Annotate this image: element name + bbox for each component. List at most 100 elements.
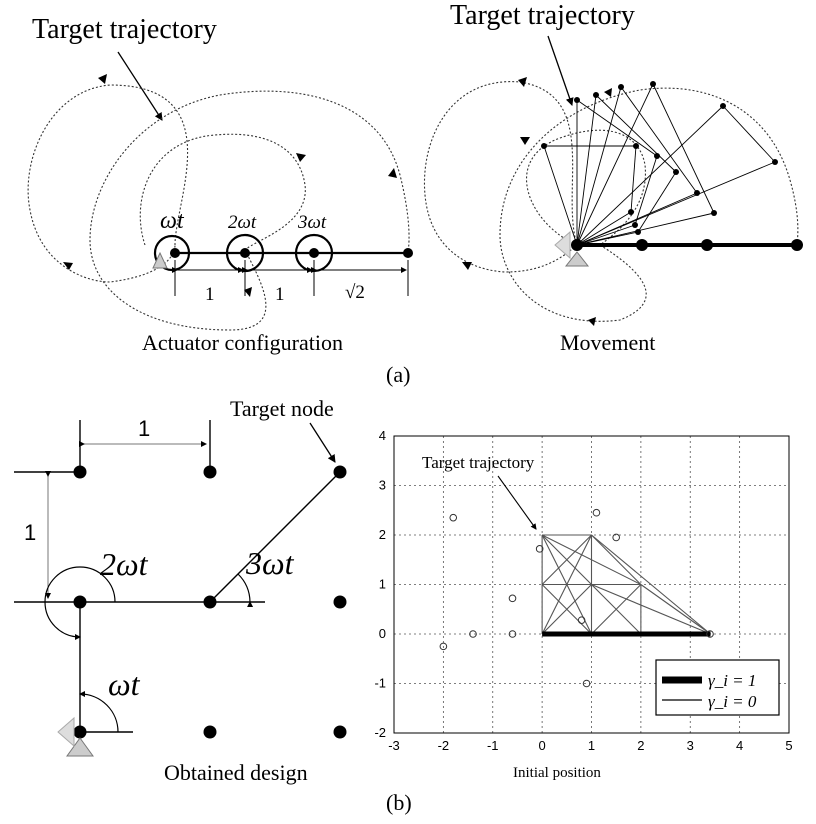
caption-obtained-design: Obtained design [164,760,308,785]
arrowhead [296,153,306,162]
trajectory-point [612,533,620,542]
x-tick-label: 4 [736,738,743,753]
y-tick-label: 4 [379,428,386,443]
target-trajectory-pointer [117,51,163,121]
x-tick-label: -1 [487,738,499,753]
angle-arc-3wt [237,573,254,608]
support-triangle [564,251,590,267]
y-tick-label: -2 [374,725,386,740]
movement-links [543,83,776,246]
target-trajectory-title-a-right: Target trajectory [450,0,635,31]
trajectory-curve-outer [27,84,189,283]
trajectory-point [577,616,586,624]
dimension-label-3: √2 [345,282,365,303]
x-tick-label: -2 [438,738,450,753]
x-tick-label: 3 [687,738,694,753]
support-wedge [57,716,75,748]
arrowhead [604,88,612,97]
trajectory-point [449,513,458,522]
phase-label-2: 2ωt [228,212,257,233]
target-node-pointer [309,422,336,463]
y-tick-label: 3 [379,478,386,493]
actuator-node [309,248,319,258]
chart-plot-frame [393,435,790,734]
angle-arc-wt [79,691,119,733]
chart-points [439,508,714,688]
design-dimension-vertical: 1 [24,520,36,545]
y-tick-label: 2 [379,527,386,542]
trajectory-point [469,630,477,638]
x-tick-label: -3 [388,738,400,753]
caption-movement: Movement [560,330,655,355]
arrowhead [462,262,472,270]
trajectory-point [582,679,591,688]
legend-entry-1: γ_i = 1 [708,671,756,690]
design-dimension-horizontal: 1 [138,416,150,441]
trajectory-curves [27,84,410,331]
arrowhead [388,168,397,178]
angle-label-3wt: 3ωt [245,545,295,581]
target-trajectory-title-a-left: Target trajectory [32,14,217,45]
chart-xlabel: Initial position [513,765,601,781]
panel-label-a: (a) [386,362,410,387]
actuator-node [240,248,250,258]
thin-member [591,534,642,585]
thin-member [541,534,642,585]
x-tick-label: 1 [588,738,595,753]
panel-a-right: Target trajectory [423,0,803,355]
target-node-label: Target node [230,396,334,421]
design-angle-arcs [44,566,254,733]
y-tick-label: 1 [379,577,386,592]
arrowhead [63,262,73,270]
trajectory-arrowheads [63,74,397,297]
chart-annotation-pointer [497,475,537,530]
trajectory-arrowheads-right [462,77,612,326]
arrowhead [518,77,527,87]
support-triangle [152,251,168,269]
chart-annotation: Target trajectory [422,453,535,472]
dimension-label-1: 1 [205,284,215,305]
movement-bar-nodes [571,239,803,251]
thin-member [591,534,711,635]
panel-b-design: Target node 1 1 2ωt 3ωt ωt [14,396,347,785]
caption-actuator-configuration: Actuator configuration [142,330,343,355]
thin-member [640,584,711,635]
legend-entry-2: γ_i = 0 [708,692,757,711]
trajectory-point [535,545,544,553]
phase-label-3: 3ωt [297,212,327,233]
dimension-label-2: 1 [275,284,285,305]
target-trajectory-pointer [547,35,574,106]
phase-label-1: ωt [160,208,185,234]
arrowhead [520,137,530,145]
chart-legend: γ_i = 1 γ_i = 0 [655,659,780,716]
y-tick-label: -1 [374,676,386,691]
design-nodes [73,465,347,739]
movement-nodes [541,81,778,235]
arrowhead [244,287,252,297]
x-tick-label: 0 [539,738,546,753]
dimension-lines [172,260,409,296]
panel-label-b: (b) [386,790,412,815]
trajectory-curves-right [423,81,799,322]
arrowhead [588,317,596,326]
design-dimension-lines [45,441,207,599]
y-tick-label: 0 [379,626,386,641]
trajectory-point [592,508,601,517]
angle-label-2wt: 2ωt [100,546,149,582]
actuator-node [403,248,413,258]
angle-arc-2wt [44,566,116,640]
x-tick-label: 5 [785,738,792,753]
legend-box [655,659,780,716]
angle-label-wt: ωt [108,666,141,702]
trajectory-point [439,642,448,651]
thin-member [591,583,711,635]
thin-member [541,534,592,585]
actuator-node [170,248,180,258]
thin-member [591,584,642,635]
trajectory-point [508,630,517,638]
thin-member [541,584,592,635]
actuator-nodes [170,248,413,258]
